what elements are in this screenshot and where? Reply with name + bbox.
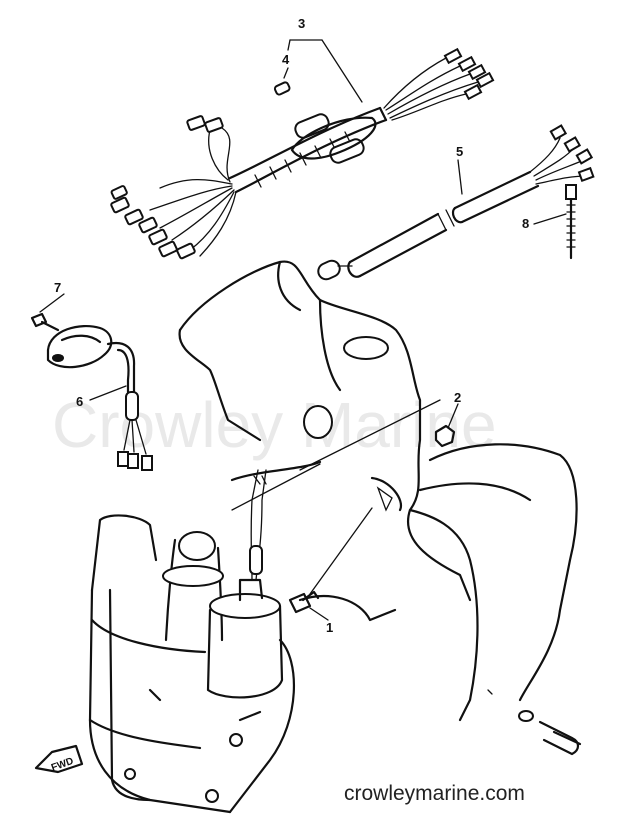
callout-3: 3 (298, 16, 305, 31)
watermark-text: Crowley Marine (52, 389, 497, 461)
callout-7: 7 (54, 280, 61, 295)
connector-pin-part-4[interactable] (273, 67, 291, 96)
leader-lines (39, 39, 567, 621)
screw-part-7[interactable] (30, 312, 60, 332)
callout-8: 8 (522, 216, 529, 231)
mounting-bracket (178, 260, 578, 722)
site-url: crowleymarine.com (344, 782, 525, 805)
nut-part-2[interactable] (434, 424, 456, 448)
callout-2: 2 (454, 390, 461, 405)
bolt-part-1[interactable] (288, 507, 373, 614)
callout-1: 1 (326, 620, 333, 635)
callout-5: 5 (456, 144, 463, 159)
lower-bolt (487, 689, 582, 756)
fwd-arrow: FWD (34, 744, 84, 774)
callout-6: 6 (76, 394, 83, 409)
relay-assembly-part-6[interactable] (46, 324, 153, 471)
cable-tie-part-8[interactable] (565, 184, 577, 260)
extension-harness-part-5[interactable] (316, 124, 595, 282)
trim-tilt-unit (88, 399, 441, 814)
callout-4: 4 (282, 52, 290, 67)
wiring-harness-part-3[interactable] (110, 47, 495, 260)
